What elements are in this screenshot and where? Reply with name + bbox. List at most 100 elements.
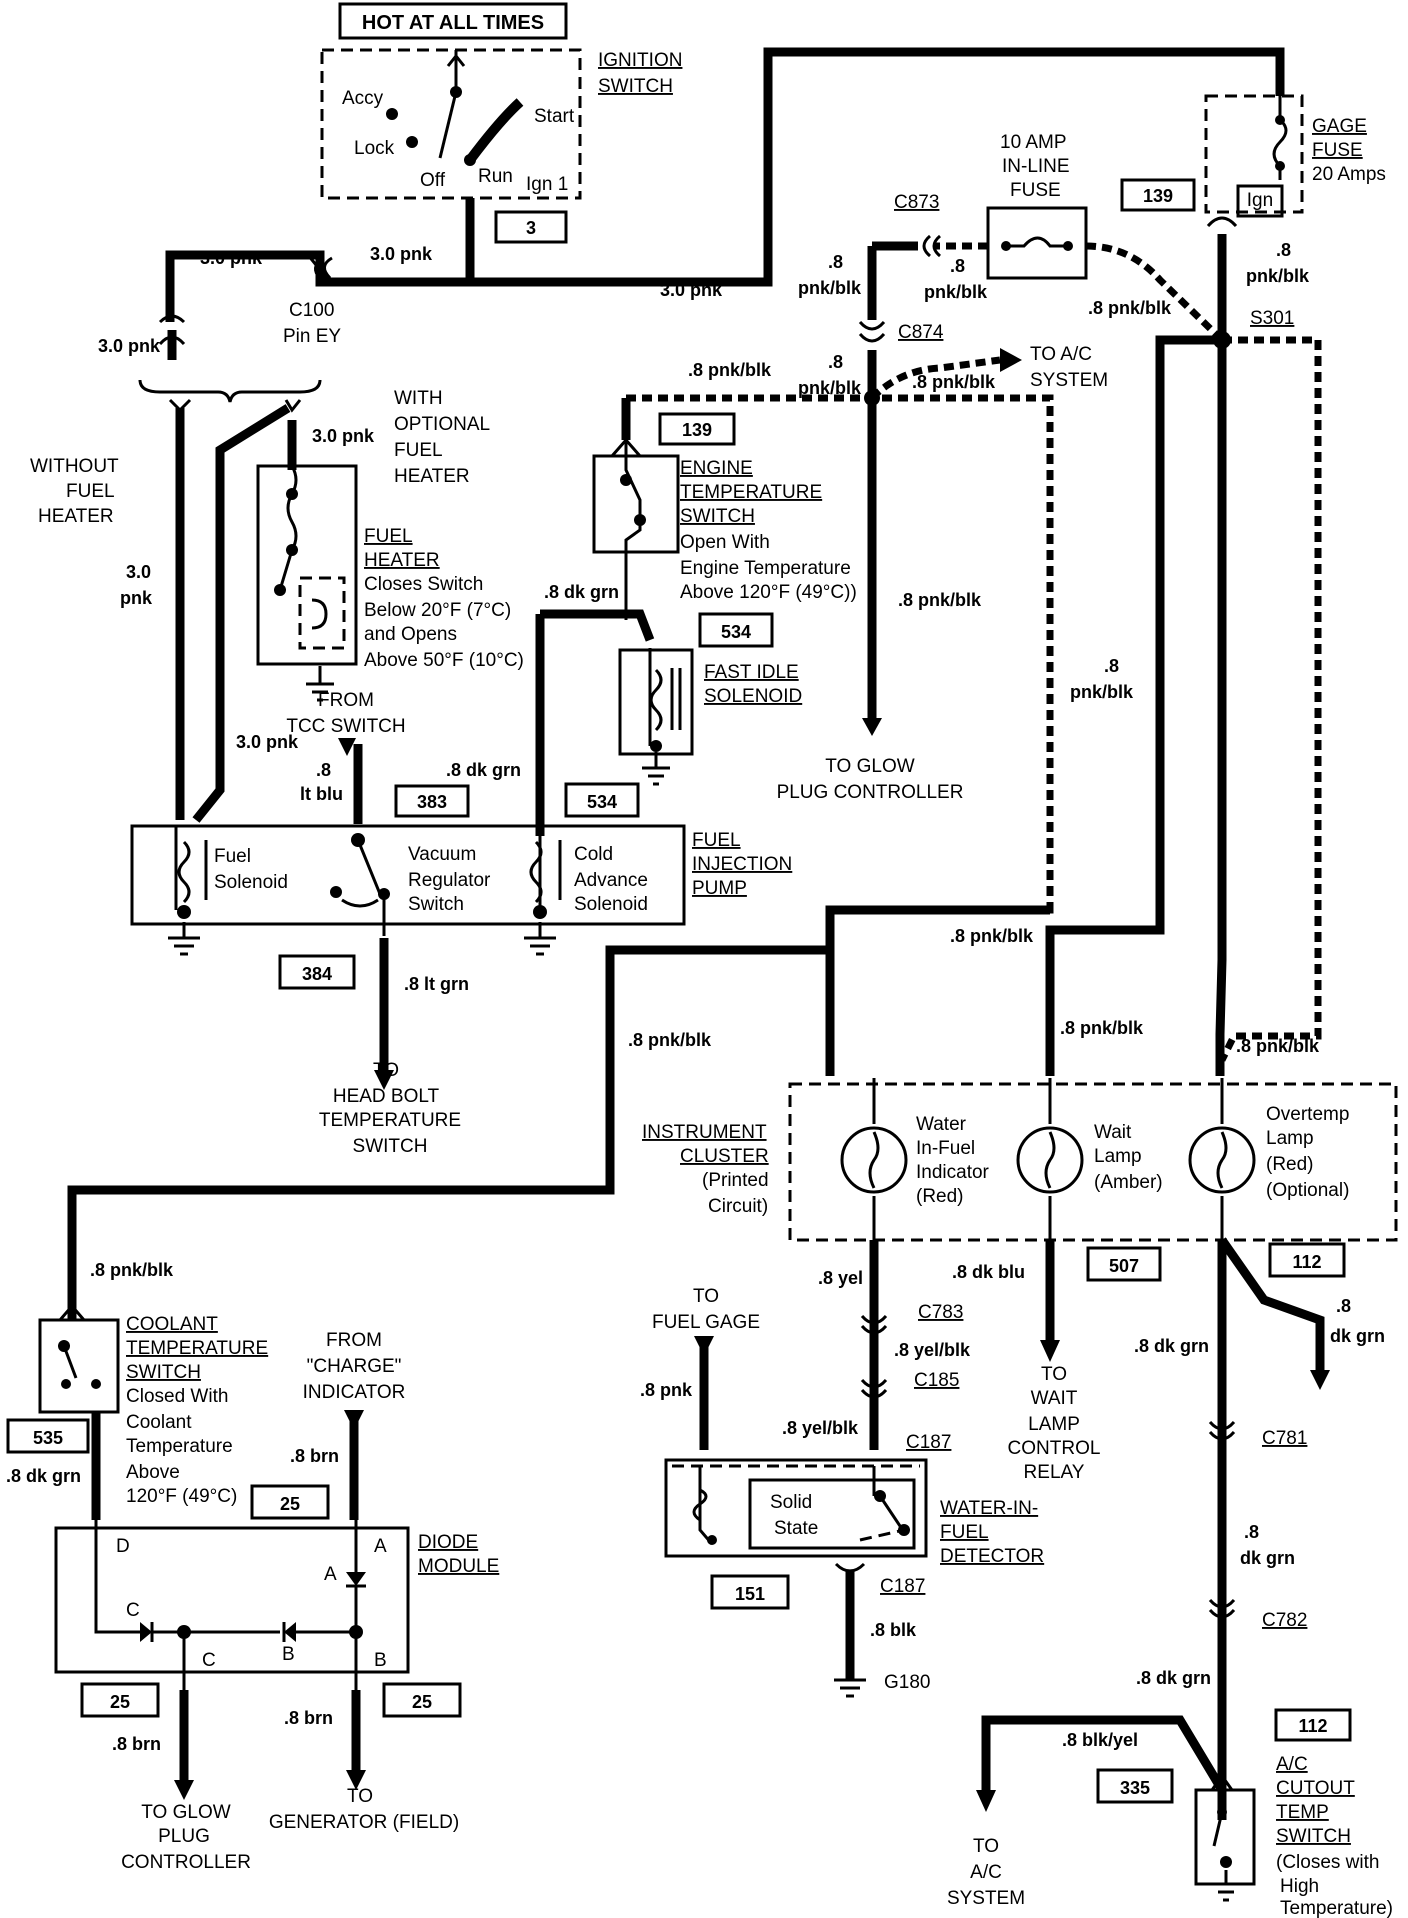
svg-text:535: 535 <box>33 1428 63 1448</box>
svg-text:SOLENOID: SOLENOID <box>704 686 802 707</box>
hot-at-all-times-box: HOT AT ALL TIMES <box>338 2 568 40</box>
svg-text:Fuel: Fuel <box>214 846 251 867</box>
svg-text:A: A <box>374 1536 387 1557</box>
svg-text:FUEL: FUEL <box>692 830 741 851</box>
circuit-535-box <box>6 1418 90 1454</box>
svg-text:(Red): (Red) <box>1266 1154 1314 1175</box>
svg-text:Wait: Wait <box>1094 1122 1132 1143</box>
svg-text:DIODE: DIODE <box>418 1532 478 1553</box>
svg-text:Below 20°F (7°C): Below 20°F (7°C) <box>364 600 511 621</box>
svg-text:Indicator: Indicator <box>916 1162 990 1183</box>
svg-text:C: C <box>126 1600 140 1621</box>
svg-text:pnk: pnk <box>120 588 153 608</box>
svg-text:3.0 pnk: 3.0 pnk <box>312 426 375 446</box>
svg-text:Accy: Accy <box>342 88 384 109</box>
gage-fuse: Ign GAGE FUSE 20 Amps <box>1204 94 1386 218</box>
svg-text:.8: .8 <box>1336 1296 1351 1316</box>
svg-text:WAIT: WAIT <box>1031 1388 1078 1409</box>
svg-text:lt blu: lt blu <box>300 784 343 804</box>
svg-text:.8 lt grn: .8 lt grn <box>404 974 469 994</box>
svg-text:WITH: WITH <box>394 388 443 409</box>
circuit-139-box <box>1120 178 1196 212</box>
wire-s301-to-wait-lamp <box>1045 335 1222 1076</box>
circuit-507-box <box>1086 1246 1162 1282</box>
svg-text:dk grn: dk grn <box>1330 1326 1385 1346</box>
svg-text:.8 brn: .8 brn <box>290 1446 339 1466</box>
svg-text:507: 507 <box>1109 1256 1139 1276</box>
svg-text:.8: .8 <box>1244 1522 1259 1542</box>
svg-text:In-Fuel: In-Fuel <box>916 1138 975 1159</box>
wire-fuse-to-s301-dash <box>1085 242 1225 343</box>
circuit-3-box <box>494 210 568 244</box>
svg-text:.8 dk grn: .8 dk grn <box>6 1466 81 1486</box>
svg-text:TO: TO <box>347 1786 373 1807</box>
svg-text:.8: .8 <box>1276 240 1291 260</box>
svg-text:.8 yel: .8 yel <box>818 1268 863 1288</box>
svg-text:25: 25 <box>280 1494 300 1514</box>
svg-text:Cold: Cold <box>574 844 613 865</box>
svg-text:112: 112 <box>1292 1252 1321 1272</box>
svg-text:FUSE: FUSE <box>1312 140 1363 161</box>
svg-text:"CHARGE": "CHARGE" <box>307 1356 402 1377</box>
svg-text:TEMPERATURE: TEMPERATURE <box>126 1338 268 1359</box>
circuit-384-box <box>278 954 356 990</box>
svg-text:PLUG: PLUG <box>158 1826 210 1847</box>
svg-text:Pin EY: Pin EY <box>283 326 341 347</box>
svg-text:G180: G180 <box>884 1672 930 1693</box>
svg-text:LAMP: LAMP <box>1028 1414 1080 1435</box>
svg-text:S301: S301 <box>1250 308 1294 329</box>
svg-text:.8: .8 <box>1104 656 1119 676</box>
svg-text:INDICATOR: INDICATOR <box>303 1382 406 1403</box>
svg-text:.8: .8 <box>828 252 843 272</box>
svg-text:.8 brn: .8 brn <box>284 1708 333 1728</box>
svg-text:TO: TO <box>1041 1364 1067 1385</box>
svg-text:3: 3 <box>526 218 536 238</box>
coolant-temperature-switch: COOLANT TEMPERATURE SWITCH Closed With C… <box>38 1303 268 1507</box>
svg-text:C874: C874 <box>898 322 944 343</box>
svg-text:C781: C781 <box>1262 1428 1307 1449</box>
svg-text:.8 pnk/blk: .8 pnk/blk <box>628 1030 712 1050</box>
svg-text:3.0 pnk: 3.0 pnk <box>200 248 263 268</box>
fast-idle-solenoid: FAST IDLE SOLENOID <box>618 648 802 786</box>
svg-text:IN-LINE: IN-LINE <box>1002 156 1070 177</box>
svg-text:.8 brn: .8 brn <box>112 1734 161 1754</box>
svg-text:335: 335 <box>1120 1778 1150 1798</box>
circuit-534b-box <box>564 782 640 818</box>
svg-text:.8 pnk: .8 pnk <box>640 1380 693 1400</box>
svg-text:GENERATOR (FIELD): GENERATOR (FIELD) <box>269 1812 459 1833</box>
circuit-534a-box <box>698 612 774 648</box>
svg-text:Open With: Open With <box>680 532 770 553</box>
svg-text:MODULE: MODULE <box>418 1556 499 1577</box>
wire-pnk-blk-dash-left <box>626 394 1054 1076</box>
svg-text:GAGE: GAGE <box>1312 116 1367 137</box>
svg-text:CUTOUT: CUTOUT <box>1276 1778 1355 1799</box>
svg-text:Switch: Switch <box>408 894 464 915</box>
svg-text:C185: C185 <box>914 1370 959 1391</box>
svg-text:534: 534 <box>587 792 617 812</box>
svg-text:SWITCH: SWITCH <box>598 76 673 97</box>
svg-text:SWITCH: SWITCH <box>126 1362 201 1383</box>
svg-text:TCC SWITCH: TCC SWITCH <box>286 716 405 737</box>
wire-with-heater <box>192 404 291 823</box>
svg-text:(Optional): (Optional) <box>1266 1180 1349 1201</box>
engine-temperature-switch: ENGINE TEMPERATURE SWITCH Open With Engi… <box>592 437 857 620</box>
svg-text:D: D <box>116 1536 130 1557</box>
svg-text:.8 pnk/blk: .8 pnk/blk <box>1060 1018 1144 1038</box>
svg-text:State: State <box>774 1518 818 1539</box>
svg-text:Lock: Lock <box>354 138 395 159</box>
svg-text:.8 pnk/blk: .8 pnk/blk <box>1236 1036 1320 1056</box>
svg-text:TO: TO <box>973 1836 999 1857</box>
svg-text:.8 blk/yel: .8 blk/yel <box>1062 1730 1138 1750</box>
ac-cutout-temp-switch: A/C CUTOUT TEMP SWITCH (Closes with High… <box>1194 1754 1393 1918</box>
svg-text:(Amber): (Amber) <box>1094 1172 1163 1193</box>
svg-text:TO: TO <box>373 1060 399 1081</box>
circuit-25c-box <box>382 1682 462 1718</box>
svg-text:TO: TO <box>693 1286 719 1307</box>
inline-fuse: 10 AMP IN-LINE FUSE <box>986 132 1088 280</box>
circuit-112a-box <box>1268 1242 1346 1278</box>
svg-text:112: 112 <box>1298 1716 1327 1736</box>
svg-text:COOLANT: COOLANT <box>126 1314 218 1335</box>
svg-text:.8 pnk/blk: .8 pnk/blk <box>90 1260 174 1280</box>
svg-text:ENGINE: ENGINE <box>680 458 753 479</box>
